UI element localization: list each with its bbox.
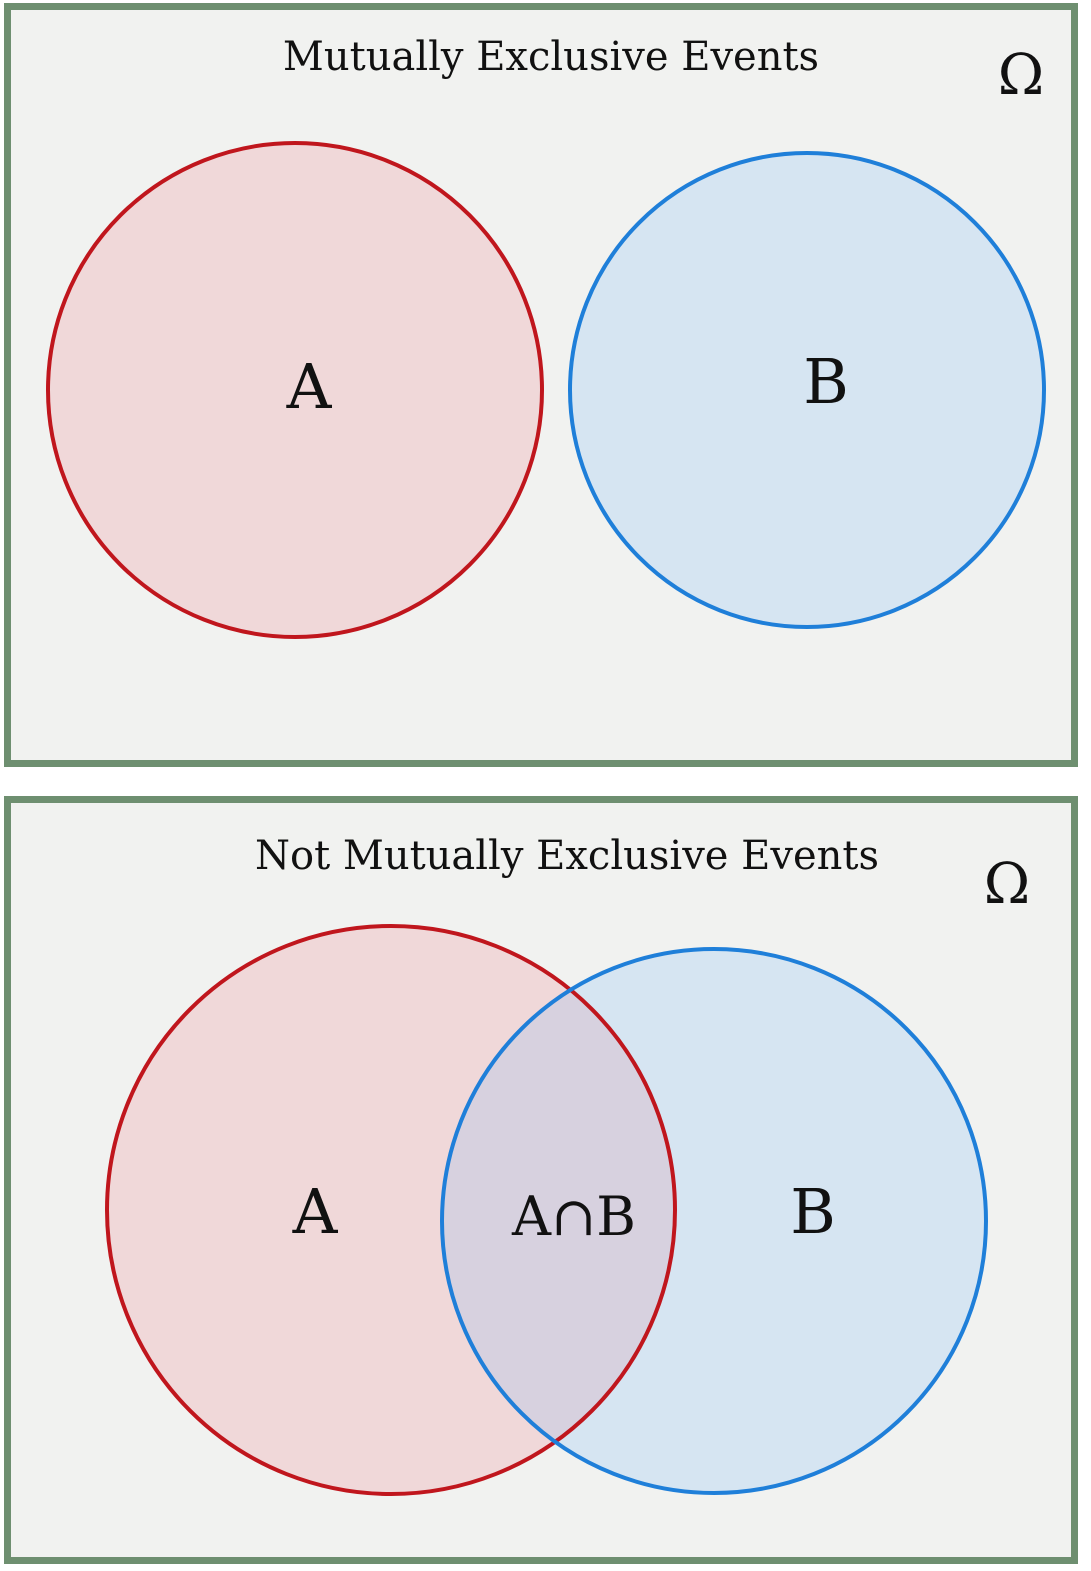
set-a-label: A <box>292 1175 339 1248</box>
intersection-region <box>442 949 675 1493</box>
set-b-circle <box>440 947 988 1495</box>
set-a-circle <box>46 141 544 639</box>
set-a-circle <box>105 924 677 1496</box>
panel-title: Mutually Exclusive Events <box>283 34 819 80</box>
mutually-exclusive-panel: Mutually Exclusive Events Ω A B <box>4 3 1078 767</box>
panel-title: Not Mutually Exclusive Events <box>255 833 879 879</box>
universe-symbol: Ω <box>984 852 1030 917</box>
not-mutually-exclusive-diagram: Not Mutually Exclusive Events Ω A A∩B B <box>105 833 1030 1496</box>
set-a-label: A <box>286 350 333 423</box>
set-b-label: B <box>790 1175 836 1248</box>
set-b-label: B <box>803 345 849 418</box>
not-mutually-exclusive-panel: Not Mutually Exclusive Events Ω A A∩B B <box>4 796 1078 1564</box>
set-b-circle <box>568 151 1046 629</box>
mutually-exclusive-diagram: Mutually Exclusive Events Ω A B <box>46 34 1046 639</box>
intersection-label: A∩B <box>511 1185 636 1248</box>
universe-symbol: Ω <box>998 43 1044 108</box>
